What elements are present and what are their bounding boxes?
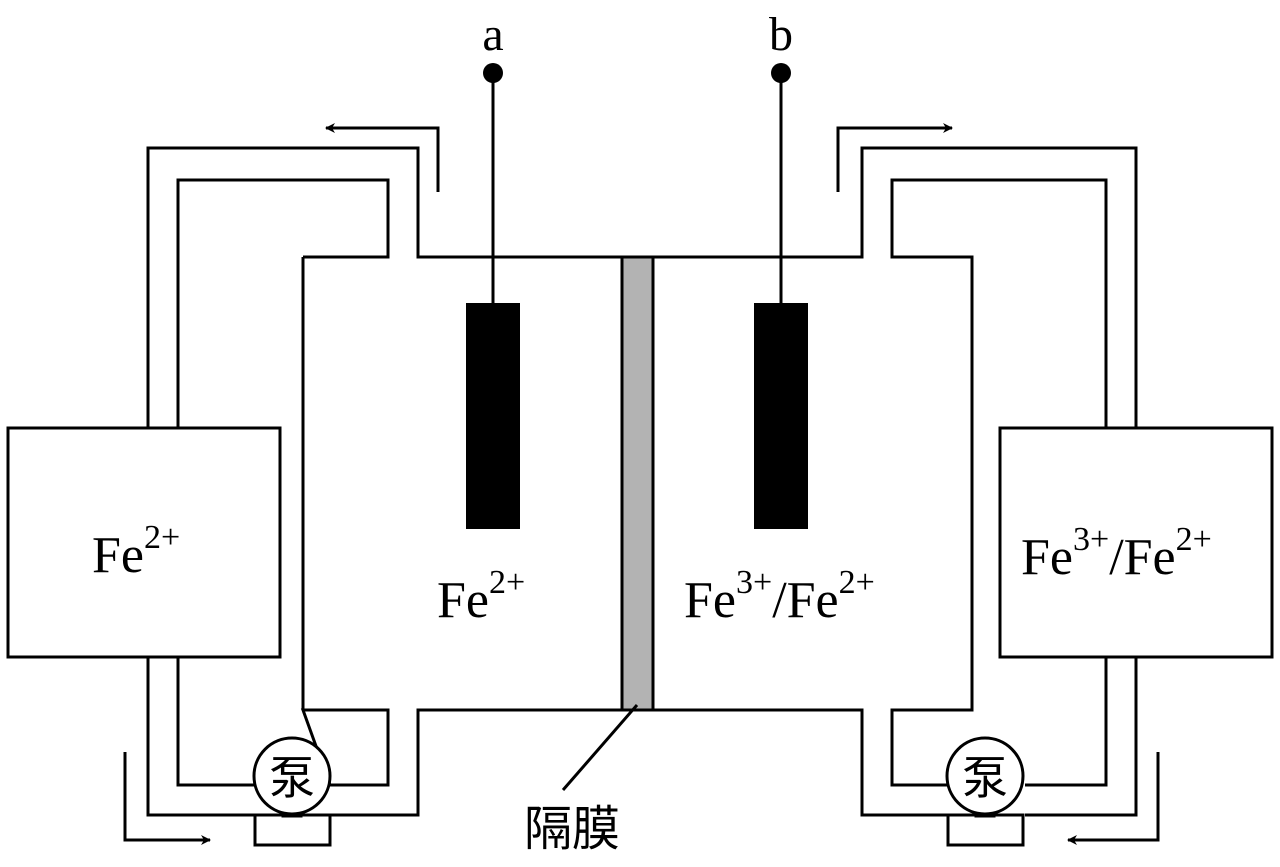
terminal-a (483, 63, 503, 303)
terminal-b (771, 63, 791, 303)
membrane-leader-line (561, 704, 639, 791)
membrane (620, 255, 655, 712)
right-tank-label: Fe3+/Fe2+ (1021, 521, 1212, 586)
right-pump: 泵 (945, 736, 1025, 847)
flow-arrow-top-left (325, 123, 440, 192)
membrane-label: 隔膜 (524, 801, 620, 857)
left-pump-label: 泵 (269, 751, 315, 805)
right-chamber-label: Fe3+/Fe2+ (684, 564, 875, 629)
terminal-b-label: b (769, 8, 793, 61)
flow-arrow-top-right (836, 123, 953, 192)
right-tank (998, 426, 1274, 659)
left-electrode (466, 303, 520, 529)
left-chamber-label: Fe2+ (437, 564, 525, 629)
left-pump: 泵 (252, 736, 332, 847)
flow-arrow-bottom-left (123, 752, 211, 845)
flow-arrow-bottom-right (1067, 752, 1160, 845)
left-tank (6, 426, 282, 659)
right-pump-label: 泵 (962, 751, 1008, 805)
terminal-a-label: a (482, 8, 503, 61)
right-electrode (754, 303, 808, 529)
left-tank-label: Fe2+ (92, 519, 180, 584)
